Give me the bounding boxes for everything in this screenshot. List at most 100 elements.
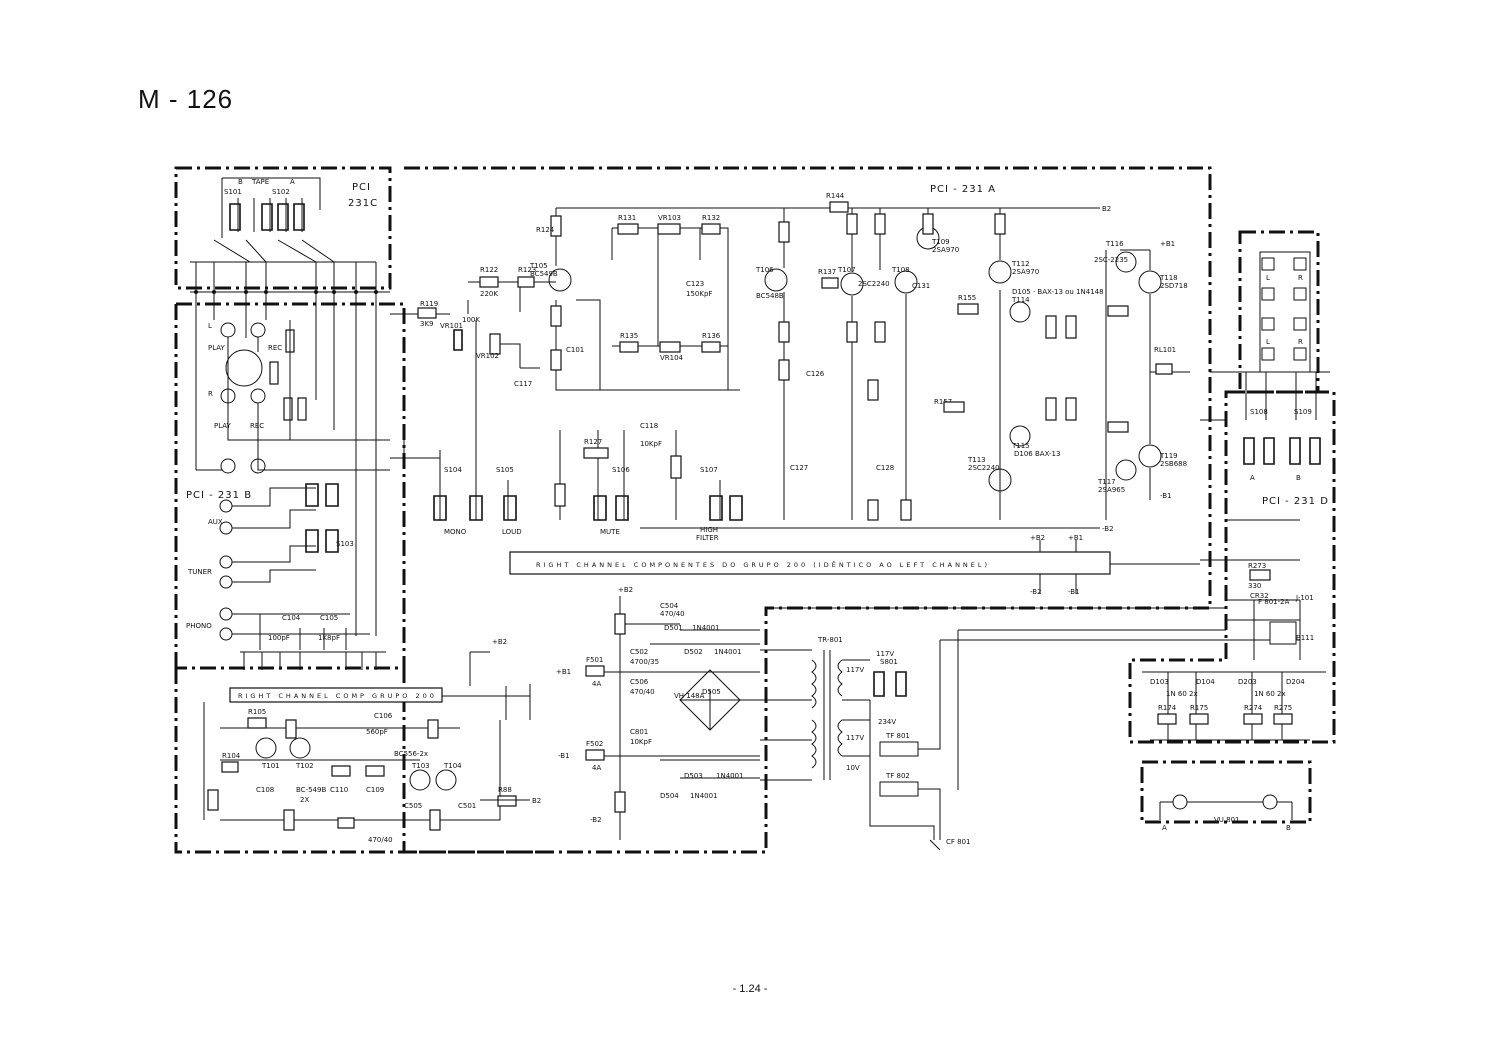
label-c505: C504 xyxy=(660,602,679,610)
label-fuse-1: 4A xyxy=(592,680,601,688)
label-r124: R124 xyxy=(536,226,555,234)
preamp-stage: R119 3K9 R122 220K R123 R124 T105 BC549B… xyxy=(390,208,740,391)
label-b111: B111 xyxy=(1296,634,1314,642)
label-pos-b2-psu: +B2 xyxy=(618,586,633,594)
label-c109: C501 xyxy=(458,802,476,810)
label-vr104: VR104 xyxy=(660,354,684,362)
label-c107: C106 xyxy=(374,712,393,720)
label-in60-left: 1N 60 2x xyxy=(1166,690,1198,698)
label-spk-r2: R xyxy=(1298,338,1303,346)
label-cr32: CR32 xyxy=(1250,592,1269,600)
label-spk-l2: L xyxy=(1266,338,1270,346)
label-neg-b1-psu: -B1 xyxy=(558,752,570,760)
output-stage: T112 2SA970 T114 T115 T113 2SC2240 D105 … xyxy=(934,208,1190,520)
label-tape-a: A xyxy=(290,178,295,186)
power-supply: +B2 +B1 -B1 -B2 F501 4A F502 4A C504 470… xyxy=(556,586,760,840)
label-pci-231a: PCI - 231 A xyxy=(930,184,996,195)
label-d503-type: 1N4001 xyxy=(716,772,744,780)
label-d103: D103 xyxy=(1150,678,1169,686)
label-c104: C108 xyxy=(256,786,274,794)
label-c118-val: 10KpF xyxy=(640,440,662,448)
label-filter: FILTER xyxy=(696,534,719,542)
transformer: TR-801 117V 117V 10V 117V S801 234V TF 8… xyxy=(760,629,1226,851)
label-d105: D105 · BAX-13 ou 1N4148 xyxy=(1012,288,1104,296)
label-bridge: VH 148A xyxy=(674,692,705,700)
label-d104: D104 xyxy=(1196,678,1215,686)
label-r104: R104 xyxy=(222,752,241,760)
label-s105: S105 xyxy=(496,466,514,474)
label-t119: T119 xyxy=(1159,452,1178,460)
vu-circuit: D103 D104 D203 D204 1N 60 2x 1N 60 2x R1… xyxy=(1142,671,1326,832)
label-c127: C127 xyxy=(790,464,808,472)
label-r105: R105 xyxy=(248,708,266,716)
label-t119-type: 2SB688 xyxy=(1160,460,1187,468)
label-t107-type: 2SC2240 xyxy=(858,280,890,288)
label-r144: R144 xyxy=(826,192,845,200)
label-f502: F502 xyxy=(586,740,603,748)
label-tape-l: L xyxy=(208,322,212,330)
label-t103: T103 xyxy=(411,762,430,770)
label-neg-b2-top: -B2 xyxy=(1102,525,1114,533)
label-pci-231b: PCI - 231 B xyxy=(186,490,252,501)
label-mute: MUTE xyxy=(600,528,620,536)
label-vu801: VU 801 xyxy=(1214,816,1240,824)
label-c503: C502 xyxy=(630,648,648,656)
headphone-protect: R273 330 CR32 J-101 F 801-2A B111 xyxy=(1226,519,1314,660)
label-t104: T104 xyxy=(443,762,462,770)
label-c118: C118 xyxy=(640,422,658,430)
board-tape-socket-outline xyxy=(1238,230,1320,394)
label-f501: F501 xyxy=(586,656,603,664)
label-t116-type: 2SC-2235 xyxy=(1094,256,1128,264)
label-c106: C109 xyxy=(366,786,384,794)
label-pci-231d: PCI - 231 D xyxy=(1262,496,1329,507)
label-r123: R123 xyxy=(518,266,536,274)
label-r273: R273 xyxy=(1248,562,1266,570)
label-rl101: RL101 xyxy=(1154,346,1176,354)
label-c110: C505 xyxy=(404,802,422,810)
label-t115: T115 xyxy=(1011,442,1030,450)
label-s801: S801 xyxy=(880,658,898,666)
label-t109: T109 xyxy=(931,238,950,246)
label-c123-val: 150KpF xyxy=(686,290,712,298)
label-tape: TAPE xyxy=(251,178,269,186)
label-t107: T107 xyxy=(837,266,856,274)
page-number: - 1.24 - xyxy=(732,983,768,995)
label-tape-b: B xyxy=(238,178,243,186)
label-c128: C128 xyxy=(876,464,894,472)
label-d504-type: 1N4001 xyxy=(690,792,718,800)
driver-stage: T106 BC548B T107 2SC2240 T108 T109 2SA97… xyxy=(755,192,959,521)
label-vu-b: B xyxy=(1286,824,1291,832)
interboard-wiring xyxy=(390,320,1226,609)
label-c116: C117 xyxy=(514,380,532,388)
label-r88: R88 xyxy=(498,786,512,794)
label-s107: S107 xyxy=(700,466,718,474)
board-231a-outline xyxy=(176,166,1212,854)
label-c108-val: 470/40 xyxy=(368,836,393,844)
bus-upper: RIGHT CHANNEL COMPONENTES DO GRUPO 200 (… xyxy=(509,551,1200,594)
label-d502-type: 1N4001 xyxy=(714,648,742,656)
label-t113: T113 xyxy=(967,456,986,464)
label-d504: D504 xyxy=(660,792,679,800)
function-switches: S104 S105 S106 S107 MONO LOUD MUTE HIGH … xyxy=(433,422,743,542)
label-t116: T116 xyxy=(1105,240,1124,248)
label-r136: R136 xyxy=(702,332,721,340)
label-c503-val: 4700/35 xyxy=(630,658,659,666)
label-c101-val: 100pF xyxy=(268,634,290,642)
label-c502-val: 10KpF xyxy=(630,738,652,746)
label-t105: T105 xyxy=(529,262,548,270)
label-pos-b1: +B1 xyxy=(1068,534,1083,542)
label-j101: J-101 xyxy=(1295,594,1314,602)
label-c131: C131 xyxy=(912,282,930,290)
label-d203: D203 xyxy=(1238,678,1257,686)
label-c101: C104 xyxy=(282,614,301,622)
label-b2-lower: B2 xyxy=(532,797,541,805)
label-c105: C110 xyxy=(330,786,348,794)
label-rec-1: REC xyxy=(268,344,282,352)
label-r122-val: 220K xyxy=(480,290,498,298)
label-c501: C506 xyxy=(630,678,649,686)
label-pos-b2-lower: +B2 xyxy=(492,638,507,646)
board-231b-outline xyxy=(176,302,406,668)
label-d204: D204 xyxy=(1286,678,1305,686)
connector-rail xyxy=(190,290,390,636)
